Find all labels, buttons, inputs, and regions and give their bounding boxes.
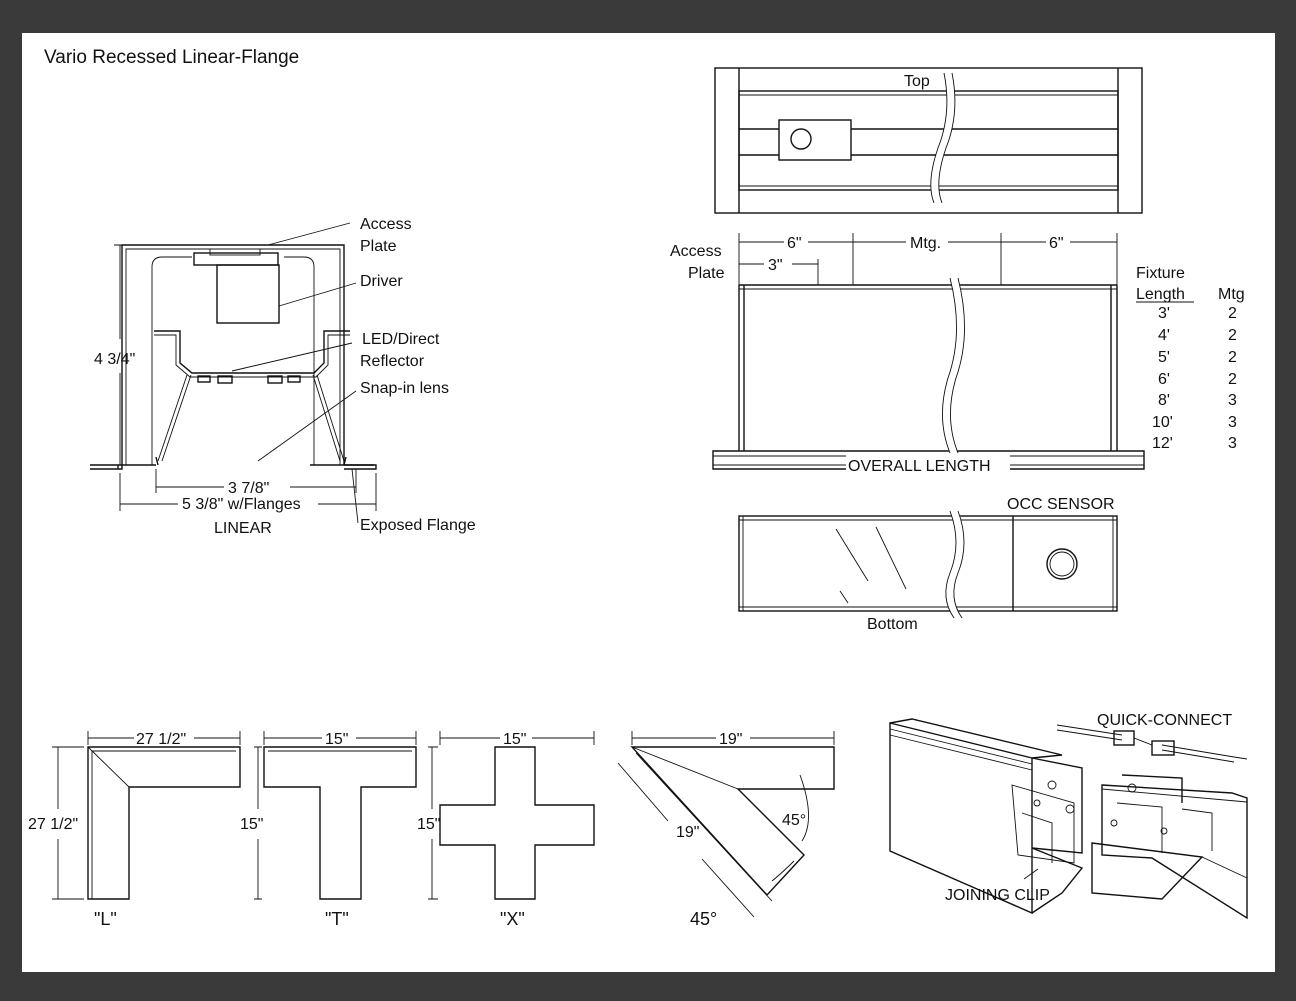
x-width-dimension: 15" [503, 731, 526, 748]
inner-width-dimension: 3 7/8" [228, 480, 269, 497]
table-row-length: 8' [1158, 392, 1170, 409]
reflector-label-2: Reflector [360, 353, 425, 370]
table-row-mtg: 2 [1228, 371, 1237, 388]
l-height-dimension: 27 1/2" [28, 816, 78, 833]
table-rows: 3' 2 4' 2 5' 2 6' 2 8' 3 10' 3 12' 3 [1152, 305, 1237, 452]
side-access-plate-2: Plate [688, 265, 725, 282]
angle-degree-label: 45° [782, 812, 806, 829]
cross-section-caption: LINEAR [214, 520, 272, 537]
angle-width-dimension: 19" [719, 731, 742, 748]
l-width-dimension: 27 1/2" [136, 731, 186, 748]
access-plate-label-2: Plate [360, 238, 397, 255]
lens-label: Snap-in lens [360, 380, 449, 397]
table-row-mtg: 3 [1228, 392, 1237, 409]
dim-left-6in: 6" [787, 235, 802, 252]
overall-length-label: OVERALL LENGTH [848, 458, 991, 475]
dim-right-6in: 6" [1049, 235, 1064, 252]
table-row-mtg: 3 [1228, 435, 1237, 452]
table-row-mtg: 2 [1228, 327, 1237, 344]
t-height-dimension: 15" [240, 816, 263, 833]
occ-sensor-label: OCC SENSOR [1007, 496, 1115, 513]
technical-drawing: Vario Recessed Linear-Flange 4 3/4" [28, 47, 1248, 929]
side-access-plate-1: Access [670, 243, 722, 260]
table-row-mtg: 3 [1228, 414, 1237, 431]
mounting-table: Fixture Length Mtg 3' 2 4' 2 5' 2 6' 2 8… [1136, 265, 1245, 452]
table-row-length: 5' [1158, 349, 1170, 366]
table-row-mtg: 2 [1228, 349, 1237, 366]
driver-label: Driver [360, 273, 403, 290]
access-plate-label-1: Access [360, 216, 412, 233]
angle-caption: 45° [690, 909, 717, 929]
exposed-flange-label: Exposed Flange [360, 517, 476, 534]
top-view-label: Top [904, 73, 930, 90]
x-height-dimension: 15" [417, 816, 440, 833]
table-header-fixture: Fixture [1136, 265, 1185, 282]
table-header-length: Length [1136, 286, 1185, 303]
outer-width-dimension: 5 3/8" w/Flanges [182, 496, 301, 513]
angle-connector: 19" 19" 45° 45° [617, 731, 835, 929]
t-connector: 15" 15" "T" [240, 731, 417, 929]
height-dimension: 4 3/4" [94, 351, 135, 368]
x-caption: "X" [500, 909, 525, 929]
bottom-view: OCC SENSOR Bottom [738, 496, 1118, 633]
drawing-sheet: Vario Recessed Linear-Flange 4 3/4" [22, 33, 1275, 972]
table-row-length: 4' [1158, 327, 1170, 344]
top-view: Top [714, 67, 1143, 214]
x-connector: 15" 15" "X" [417, 731, 595, 929]
cross-section-view: 4 3/4" 3 7/8" 5 3/8" w/Flanges LINEAR Ac… [90, 216, 476, 537]
l-caption: "L" [94, 909, 117, 929]
angle-side-dimension: 19" [676, 824, 699, 841]
t-width-dimension: 15" [325, 731, 348, 748]
table-row-length: 3' [1158, 305, 1170, 322]
joining-clip-render: QUICK-CONNECT JOINING CLIP [889, 712, 1248, 920]
drawing-title: Vario Recessed Linear-Flange [44, 47, 299, 68]
dim-access-3in: 3" [768, 257, 783, 274]
t-caption: "T" [325, 909, 349, 929]
side-view: 6" Mtg. 6" 3" Access Plate OVERALL LENGT… [670, 233, 1145, 475]
bottom-view-label: Bottom [867, 616, 918, 633]
l-connector: 27 1/2" 27 1/2" "L" [28, 731, 241, 929]
table-row-length: 12' [1152, 435, 1173, 452]
table-row-length: 6' [1158, 371, 1170, 388]
quick-connect-label: QUICK-CONNECT [1097, 712, 1232, 729]
reflector-label-1: LED/Direct [362, 331, 440, 348]
table-header-mtg: Mtg [1218, 286, 1245, 303]
table-row-mtg: 2 [1228, 305, 1237, 322]
table-row-length: 10' [1152, 414, 1173, 431]
joining-clip-label: JOINING CLIP [945, 887, 1050, 904]
dim-mtg: Mtg. [910, 235, 941, 252]
